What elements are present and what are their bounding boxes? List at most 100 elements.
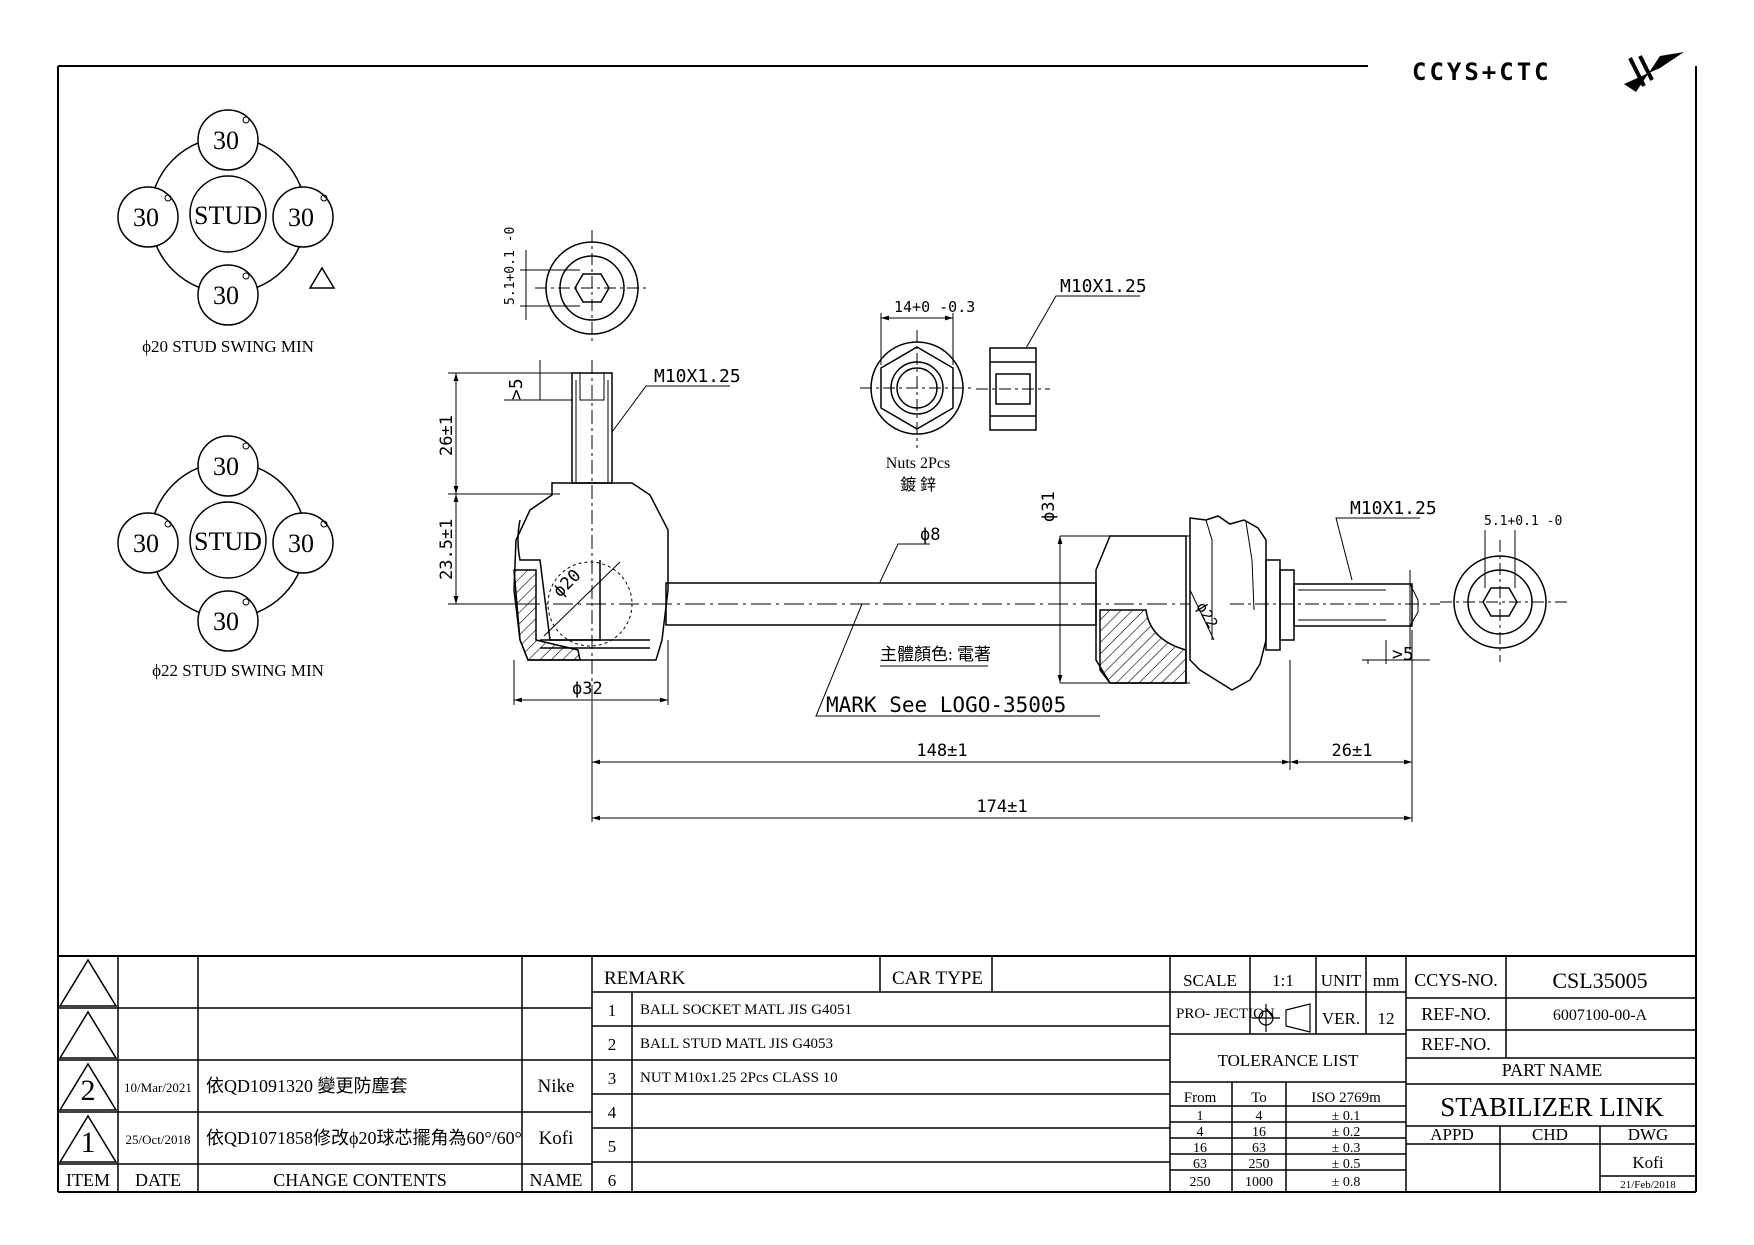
nut-side-view bbox=[976, 295, 1140, 431]
dim-len26: 26±1 bbox=[1332, 741, 1373, 761]
tol5-value: ± 0.8 bbox=[1332, 1175, 1361, 1190]
swing2-label: ϕ22 STUD SWING MIN bbox=[152, 661, 324, 680]
dim-d8: ϕ8 bbox=[920, 525, 940, 545]
tol2-from: 4 bbox=[1197, 1125, 1204, 1140]
rev3-item: 2 bbox=[81, 1074, 96, 1107]
tol1-to: 4 bbox=[1256, 1109, 1263, 1124]
tol4-from: 63 bbox=[1193, 1157, 1207, 1172]
dim-h235: 23.5±1 bbox=[437, 519, 457, 580]
swing-diagram-22 bbox=[117, 435, 334, 652]
rev4-date: 25/Oct/2018 bbox=[126, 1132, 191, 1147]
tol3-from: 16 bbox=[1193, 1141, 1207, 1156]
hex2-dim: 5.1+0.1 -0 bbox=[1484, 514, 1562, 529]
appd-label: APPD bbox=[1430, 1125, 1473, 1144]
tol5-from: 250 bbox=[1190, 1175, 1211, 1190]
swing2-center: STUD bbox=[194, 527, 262, 556]
stud-end-view-right bbox=[1440, 530, 1570, 662]
chd-label: CHD bbox=[1532, 1125, 1568, 1144]
nut-width-dim: 14+0 -0.3 bbox=[894, 298, 975, 316]
hex1-dim: 5.1+0.1 -0 bbox=[503, 227, 518, 305]
projection-label: PRO- JECTION bbox=[1176, 1006, 1275, 1022]
unit-label: UNIT bbox=[1321, 971, 1362, 990]
rev4-contents: 依QD1071858修改ϕ20球芯擺角為60°/60° bbox=[206, 1128, 522, 1148]
tol3-value: ± 0.3 bbox=[1332, 1141, 1361, 1156]
stud-end-view-left bbox=[520, 230, 650, 345]
body-color-note: 主體顏色: 電著 bbox=[880, 645, 991, 664]
tol1-value: ± 0.1 bbox=[1332, 1109, 1361, 1124]
dim-gt5-left: >5 bbox=[506, 378, 527, 400]
rev4-item: 1 bbox=[81, 1126, 96, 1159]
tol-from-header: From bbox=[1184, 1090, 1217, 1106]
tol1-from: 1 bbox=[1197, 1109, 1204, 1124]
swing2-bottom: 30 bbox=[213, 607, 239, 636]
tol-std-header: ISO 2769m bbox=[1311, 1090, 1381, 1106]
drawer-name: Kofi bbox=[1632, 1153, 1663, 1172]
rev4-name: Kofi bbox=[539, 1128, 574, 1149]
remark-2: BALL STUD MATL JIS G4053 bbox=[640, 1036, 833, 1052]
swing1-center: STUD bbox=[194, 201, 262, 230]
dimension-lines bbox=[448, 360, 1430, 822]
tol2-value: ± 0.2 bbox=[1332, 1125, 1361, 1140]
nut-front-view bbox=[860, 313, 975, 448]
rev3-date: 10/Mar/2021 bbox=[124, 1080, 192, 1095]
brand-logo-icon bbox=[1624, 52, 1684, 92]
ccys-label: CCYS-NO. bbox=[1414, 970, 1498, 990]
nuts-note: Nuts 2Pcs bbox=[886, 455, 950, 472]
stabilizer-link-assembly bbox=[513, 360, 1440, 717]
dwg-label: DWG bbox=[1628, 1125, 1669, 1144]
dim-d20: ϕ20 bbox=[549, 566, 585, 602]
rev-header-name: NAME bbox=[530, 1170, 583, 1190]
sheet-border bbox=[57, 65, 1697, 1193]
part-name: STABILIZER LINK bbox=[1440, 1092, 1664, 1122]
dim-d32: ϕ32 bbox=[572, 679, 603, 699]
dim-len174: 174±1 bbox=[976, 797, 1027, 817]
rev-header-contents: CHANGE CONTENTS bbox=[273, 1170, 447, 1190]
swing2-left: 30 bbox=[133, 529, 159, 558]
dim-thread-right: M10X1.25 bbox=[1350, 498, 1437, 519]
ref-label-2: REF-NO. bbox=[1421, 1034, 1491, 1054]
swing1-bottom: 30 bbox=[213, 281, 239, 310]
ref-number-1: 6007100-00-A bbox=[1553, 1007, 1648, 1024]
plating-note: 鍍 鋅 bbox=[900, 476, 936, 494]
dim-h26: 26±1 bbox=[437, 415, 457, 456]
dim-thread-left: M10X1.25 bbox=[654, 366, 741, 387]
ver-label: VER. bbox=[1322, 1009, 1360, 1028]
remark-n2: 2 bbox=[608, 1035, 617, 1054]
rev-header-item: ITEM bbox=[66, 1170, 110, 1190]
title-block-lines bbox=[58, 956, 1696, 1192]
remark-1: BALL SOCKET MATL JIS G4051 bbox=[640, 1002, 852, 1018]
rev-header-date: DATE bbox=[135, 1170, 181, 1190]
swing2-right: 30 bbox=[288, 529, 314, 558]
tol4-to: 250 bbox=[1249, 1157, 1270, 1172]
unit-value: mm bbox=[1373, 971, 1399, 990]
car-type-label: CAR TYPE bbox=[892, 968, 983, 989]
ver-value: 12 bbox=[1378, 1009, 1395, 1028]
tolerance-title: TOLERANCE LIST bbox=[1218, 1051, 1359, 1070]
remark-n5: 5 bbox=[608, 1137, 617, 1156]
swing1-top: 30 bbox=[213, 126, 239, 155]
tol5-to: 1000 bbox=[1245, 1175, 1273, 1190]
projection-symbol-icon bbox=[1252, 1003, 1311, 1033]
swing1-label: ϕ20 STUD SWING MIN bbox=[142, 337, 314, 356]
swing1-right: 30 bbox=[288, 203, 314, 232]
brand-logo-text: CCYS+CTC bbox=[1412, 58, 1552, 86]
remark-title: REMARK bbox=[604, 968, 686, 989]
part-name-label: PART NAME bbox=[1502, 1060, 1602, 1080]
tol-to-header: To bbox=[1251, 1090, 1267, 1106]
tol4-value: ± 0.5 bbox=[1332, 1157, 1361, 1172]
dim-d31: ϕ31 bbox=[1039, 491, 1059, 522]
nut-thread-dim: M10X1.25 bbox=[1060, 276, 1147, 297]
rev3-contents: 依QD1091320 變更防塵套 bbox=[206, 1076, 408, 1096]
dim-len148: 148±1 bbox=[916, 741, 967, 761]
remark-n3: 3 bbox=[608, 1069, 617, 1088]
rev3-name: Nike bbox=[538, 1076, 575, 1097]
ccys-number: CSL35005 bbox=[1552, 968, 1647, 993]
remark-n4: 4 bbox=[608, 1103, 617, 1122]
swing2-top: 30 bbox=[213, 452, 239, 481]
degree-marks-2 bbox=[164, 442, 328, 606]
swing-diagram-20 bbox=[117, 109, 336, 326]
remark-n1: 1 bbox=[608, 1001, 617, 1020]
dim-gt5-right: >5 bbox=[1392, 644, 1414, 665]
drawing-date: 21/Feb/2018 bbox=[1620, 1179, 1676, 1191]
